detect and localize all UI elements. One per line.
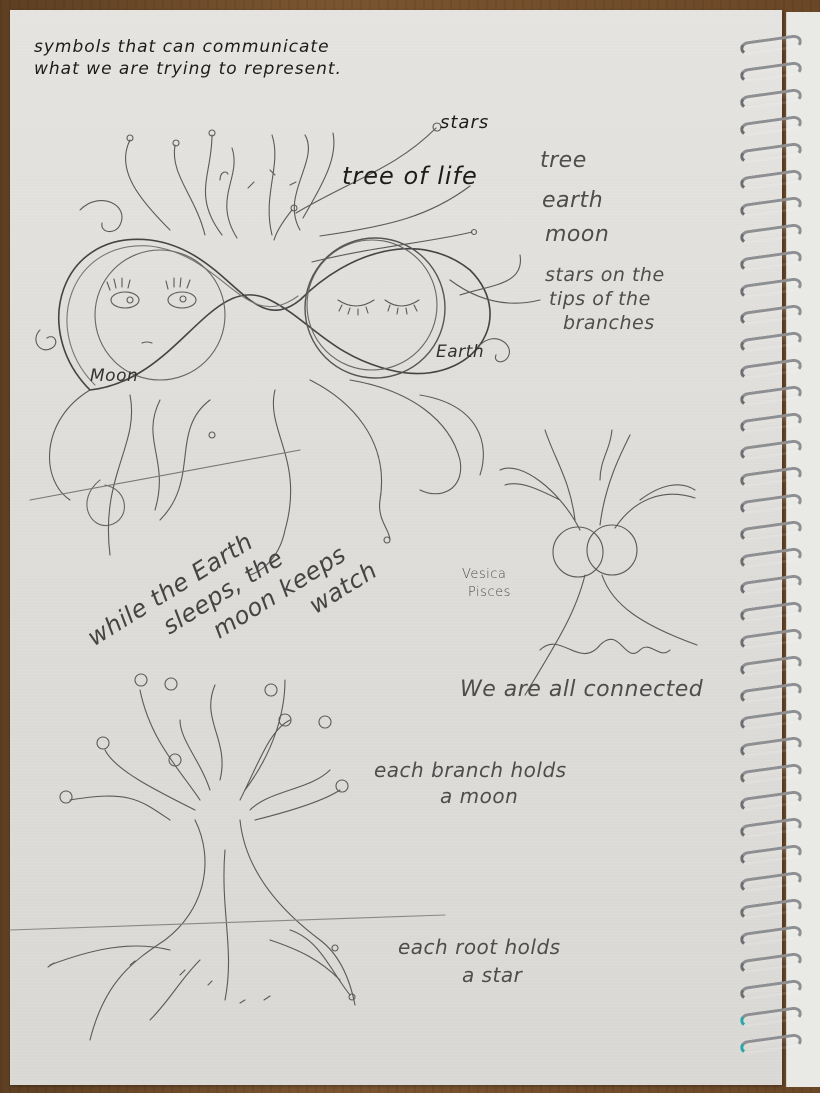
- note-moon: moon: [545, 222, 610, 247]
- moon-label: Moon: [90, 366, 139, 386]
- tree-of-life-label: tree of life: [342, 162, 478, 190]
- sketchbook-page: [10, 10, 782, 1085]
- bottom-branch-note-line1: each branch holds: [374, 758, 567, 782]
- note-tree: tree: [540, 148, 587, 173]
- earth-label: Earth: [436, 342, 485, 362]
- vesica-label-line1: Vesica: [462, 567, 507, 582]
- header-note: symbols that can communicate what we are…: [34, 36, 342, 80]
- branch-note-line1: stars on the: [545, 264, 665, 286]
- vesica-label-line2: Pisces: [468, 585, 511, 600]
- lower-hanging-branches: [29, 379, 484, 576]
- bottom-tree-drawing: [9, 673, 446, 1041]
- vesica-pisces-label: Vesica Pisces: [462, 566, 511, 602]
- bottom-root-note: each root holds a star: [398, 933, 561, 989]
- bottom-branch-note: each branch holds a moon: [374, 757, 567, 809]
- branch-note-line3: branches: [563, 312, 655, 334]
- stars-label: stars: [440, 112, 490, 133]
- next-sketchbook-page-edge: [786, 12, 820, 1087]
- bottom-root-note-line2: a star: [462, 963, 523, 987]
- bottom-root-note-line1: each root holds: [398, 935, 561, 959]
- bottom-branch-note-line2: a moon: [440, 784, 519, 808]
- spiral-binding: [739, 20, 820, 1080]
- header-note-line2: what we are trying to represent.: [34, 59, 342, 79]
- infinity-moon-earth-drawing: [35, 200, 510, 391]
- upper-branches-with-stars: [125, 122, 541, 304]
- branch-note-line2: tips of the: [549, 288, 651, 310]
- branch-note: stars on the tips of the branches: [545, 263, 665, 335]
- vesica-pisces-tree-drawing: [499, 429, 698, 696]
- header-note-line1: symbols that can communicate: [34, 37, 330, 57]
- connected-caption: We are all connected: [460, 677, 704, 702]
- note-earth: earth: [542, 188, 604, 213]
